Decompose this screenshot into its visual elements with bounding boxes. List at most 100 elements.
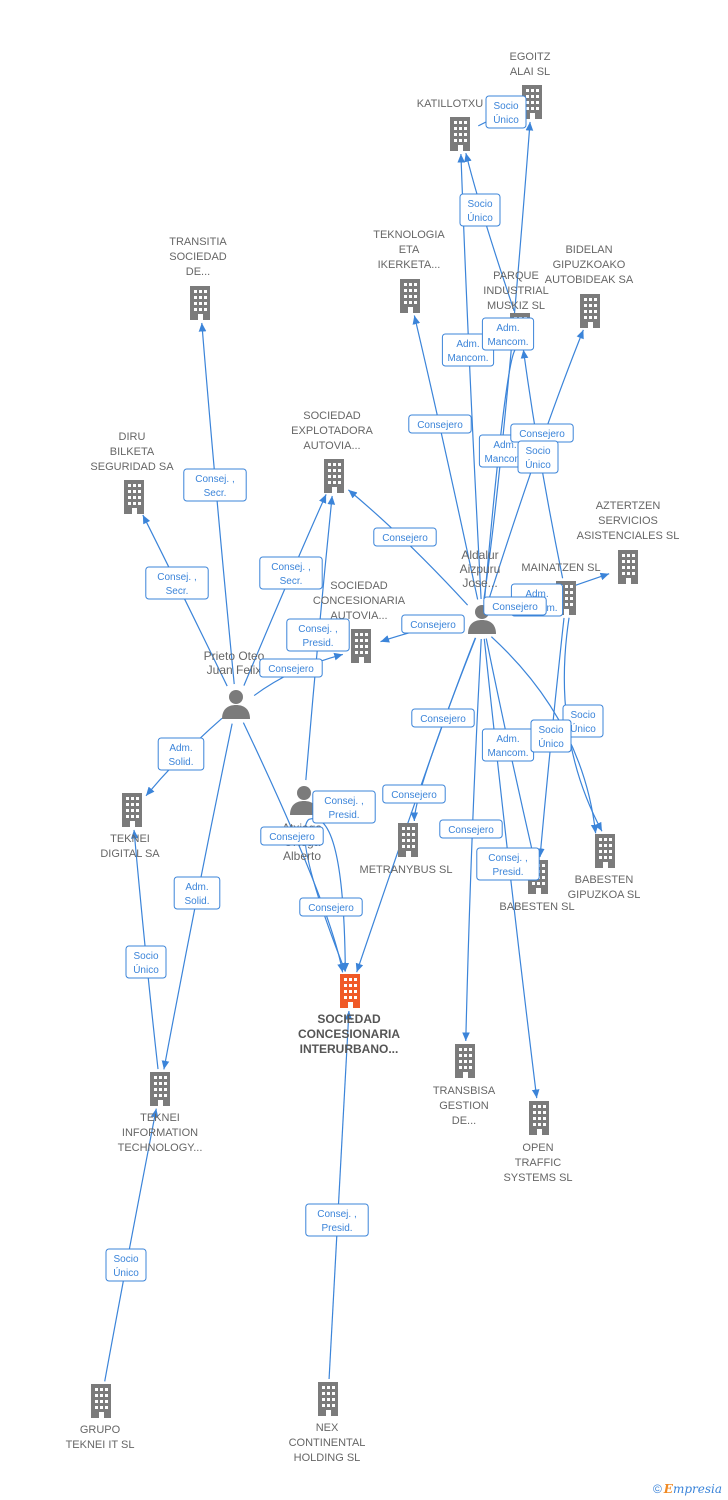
node-label: ALAI SL bbox=[510, 66, 550, 78]
edge-label[interactable]: Consej. ,Presid. bbox=[305, 1203, 369, 1237]
edge-label-text: Socio bbox=[467, 199, 492, 210]
company-explotadora[interactable]: SOCIEDADEXPLOTADORAAUTOVIA... bbox=[291, 410, 374, 493]
node-label: CONTINENTAL bbox=[289, 1437, 366, 1449]
edge-label-text: Único bbox=[525, 458, 551, 471]
building-icon bbox=[529, 1101, 549, 1135]
node-label: Juan Felix bbox=[207, 663, 262, 677]
edge-label[interactable]: Consejero bbox=[260, 826, 324, 846]
edge-label[interactable]: Consejero bbox=[411, 708, 475, 728]
node-label: Aizpuru bbox=[460, 562, 501, 576]
edge-label[interactable]: Consej. ,Presid. bbox=[312, 790, 376, 824]
person-aldalur[interactable]: AldalurAizpuruJose... bbox=[460, 548, 501, 634]
node-label: Aldalur bbox=[461, 548, 498, 562]
node-label: SOCIEDAD bbox=[317, 1012, 381, 1026]
company-transitia[interactable]: TRANSITIASOCIEDADDE... bbox=[169, 236, 227, 320]
edge-label-text: Único bbox=[133, 963, 159, 976]
edge-label-text: Solid. bbox=[168, 757, 193, 768]
edge-label[interactable]: Consejero bbox=[401, 614, 465, 634]
company-teknologia[interactable]: TEKNOLOGIAETAIKERKETA... bbox=[373, 229, 445, 313]
node-label: BILKETA bbox=[110, 446, 155, 458]
edge-label-text: Consejero bbox=[420, 714, 466, 725]
company-main[interactable]: SOCIEDADCONCESIONARIAINTERURBANO... bbox=[298, 974, 400, 1056]
company-babesten[interactable]: BABESTEN SL bbox=[499, 860, 575, 913]
brand-logo-text: mpresia bbox=[672, 1482, 722, 1496]
edge-label-text: Secr. bbox=[166, 586, 189, 597]
node-label: DE... bbox=[186, 266, 210, 278]
node-label: MUSKIZ SL bbox=[487, 300, 545, 312]
node-label: DIRU bbox=[119, 431, 146, 443]
edge-label-text: Secr. bbox=[204, 488, 227, 499]
edge-label[interactable]: Consej. ,Presid. bbox=[476, 847, 540, 881]
node-label: PARQUE bbox=[493, 270, 539, 282]
edge-label[interactable]: Adm.Mancom. bbox=[481, 317, 535, 351]
company-teknei_it[interactable]: TEKNEIINFORMATIONTECHNOLOGY... bbox=[118, 1072, 203, 1154]
edge-label-text: Mancom. bbox=[487, 748, 528, 759]
edge-label[interactable]: Consejero bbox=[510, 423, 574, 443]
edge-aldalur-to-egoitz bbox=[483, 121, 534, 600]
company-transbisa[interactable]: TRANSBISAGESTIONDE... bbox=[433, 1044, 496, 1127]
node-label: AUTOBIDEAK SA bbox=[545, 274, 634, 286]
edge-label[interactable]: Consej. ,Secr. bbox=[183, 468, 247, 502]
building-icon bbox=[398, 823, 418, 857]
edge-label[interactable]: Consejero bbox=[299, 897, 363, 917]
edge-label[interactable]: Consej. ,Secr. bbox=[145, 566, 209, 600]
edge-label[interactable]: Adm.Solid. bbox=[173, 876, 221, 910]
edge-label[interactable]: Consej. ,Presid. bbox=[286, 618, 350, 652]
edge-label[interactable]: Consejero bbox=[439, 819, 503, 839]
edge-label[interactable]: Consejero bbox=[408, 414, 472, 434]
edge-label-text: Presid. bbox=[321, 1223, 352, 1234]
building-icon bbox=[400, 279, 420, 313]
node-label: INDUSTRIAL bbox=[483, 285, 548, 297]
building-icon bbox=[450, 117, 470, 151]
edge-label-text: Presid. bbox=[492, 867, 523, 878]
building-icon bbox=[190, 286, 210, 320]
node-label: GIPUZKOAKO bbox=[553, 259, 626, 271]
edge-label[interactable]: Consejero bbox=[483, 596, 547, 616]
node-label: OPEN bbox=[522, 1142, 553, 1154]
copyright-icon: © bbox=[652, 1482, 662, 1496]
edge-label[interactable]: Consej. ,Secr. bbox=[259, 556, 323, 590]
edge-label-text: Único bbox=[538, 737, 564, 750]
building-icon bbox=[595, 834, 615, 868]
edge-label-text: Consejero bbox=[410, 620, 456, 631]
edge-label[interactable]: Consejero bbox=[259, 658, 323, 678]
edge-label[interactable]: Adm.Mancom. bbox=[481, 728, 535, 762]
node-label: TRANSITIA bbox=[169, 236, 227, 248]
company-parque[interactable]: PARQUE INDUSTRIAL MUSKIZ SL bbox=[483, 270, 549, 347]
node-label: IKERKETA... bbox=[378, 259, 441, 271]
edge-label[interactable]: Adm.Solid. bbox=[157, 737, 205, 771]
edge-label[interactable]: Consejero bbox=[373, 527, 437, 547]
node-label: TEKNEI bbox=[110, 833, 150, 845]
edge-label-text: Socio bbox=[133, 951, 158, 962]
company-metranybus[interactable]: METRANYBUS SL bbox=[360, 823, 453, 876]
company-katillotxu[interactable]: KATILLOTXU bbox=[417, 98, 483, 151]
company-mainatzen[interactable]: MAINATZEN SL bbox=[521, 562, 601, 615]
edge-label-text: Socio bbox=[113, 1254, 138, 1265]
edge-label[interactable]: Consejero bbox=[382, 784, 446, 804]
brand-footer: ©Empresia bbox=[653, 1482, 722, 1496]
edge-label-text: Consej. , bbox=[324, 796, 363, 807]
node-label: MAINATZEN SL bbox=[521, 562, 600, 574]
node-label: GRUPO bbox=[80, 1424, 121, 1436]
node-label: SOCIEDAD bbox=[330, 580, 388, 592]
edge-label-text: Adm. bbox=[185, 882, 208, 893]
node-label: Jose... bbox=[462, 576, 497, 590]
